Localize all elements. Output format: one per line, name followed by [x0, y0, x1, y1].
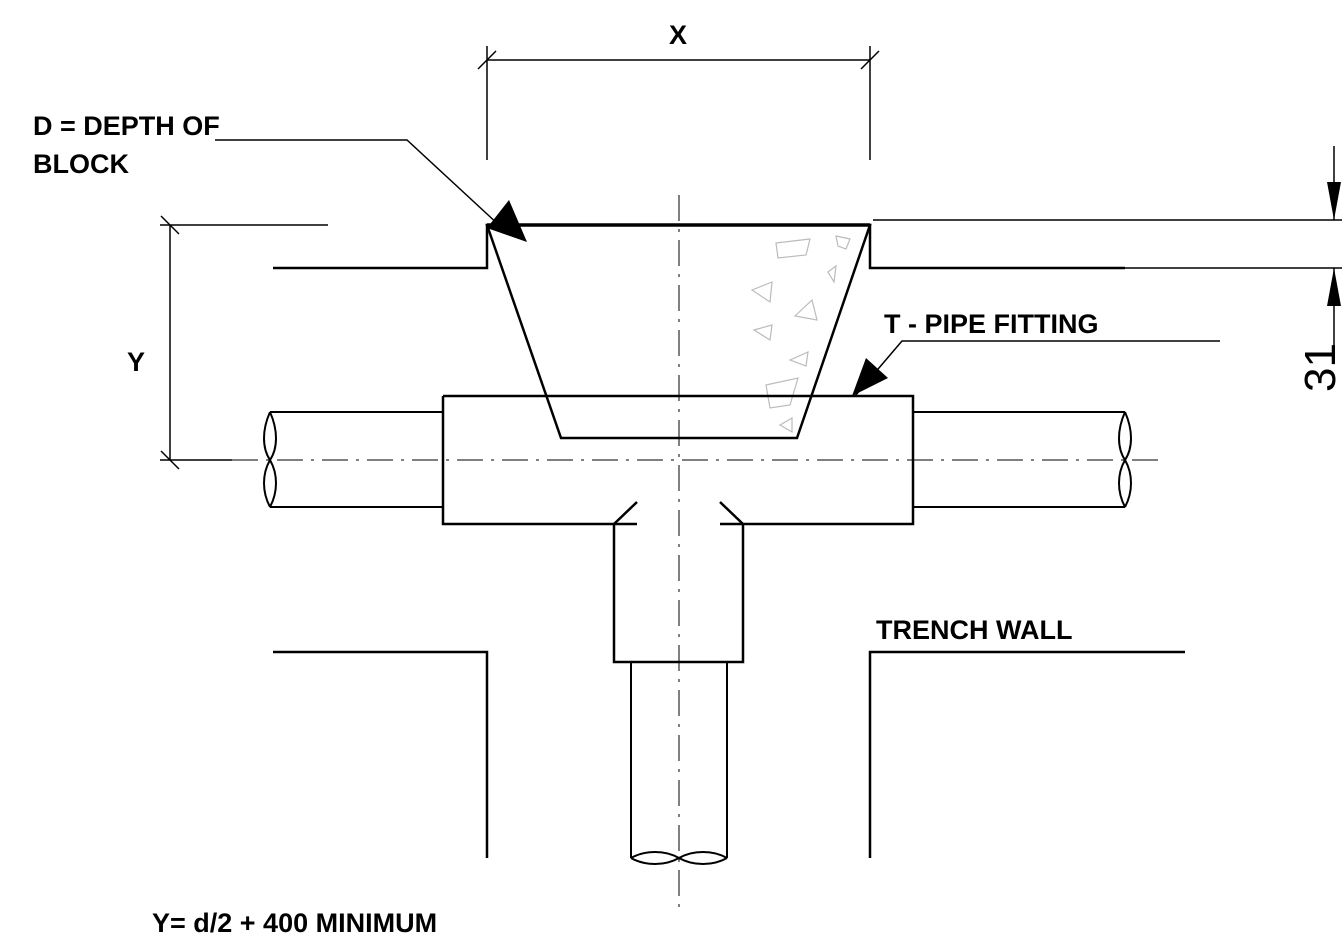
depth-of-block-label-line1: D = DEPTH OF — [33, 111, 220, 141]
x-dimension-label: X — [669, 20, 688, 50]
y-dimension-label: Y — [127, 347, 146, 377]
t-pipe-fitting — [441, 394, 915, 664]
ground-line-left — [273, 225, 489, 270]
concrete-aggregate-marks — [750, 235, 851, 434]
pipe-branch — [630, 662, 728, 865]
pipe-fitting-leader-arrowhead — [852, 358, 888, 396]
depth-arrowhead-top — [1327, 182, 1341, 220]
pipe-right — [913, 411, 1132, 508]
pipe-left — [263, 411, 443, 508]
depth-dimension-value: 31 — [1296, 343, 1342, 392]
trench-wall-right — [868, 650, 1185, 858]
depth-of-block-label-line2: BLOCK — [33, 149, 129, 179]
dimension-y — [160, 215, 328, 470]
depth-arrowhead-bottom — [1327, 268, 1341, 306]
centerlines — [232, 195, 1165, 912]
t-pipe-fitting-label: T - PIPE FITTING — [884, 309, 1099, 339]
depth-leader-arrowhead — [487, 200, 527, 242]
dimension-x — [477, 46, 880, 160]
pipe-fitting-leader-line — [854, 340, 1220, 397]
trench-wall-left — [273, 650, 489, 858]
ground-line-right — [868, 225, 1125, 270]
formula-label: Y= d/2 + 400 MINIMUM — [152, 908, 438, 938]
trench-wall-label: TRENCH WALL — [876, 615, 1073, 645]
depth-leader-line — [215, 139, 501, 227]
